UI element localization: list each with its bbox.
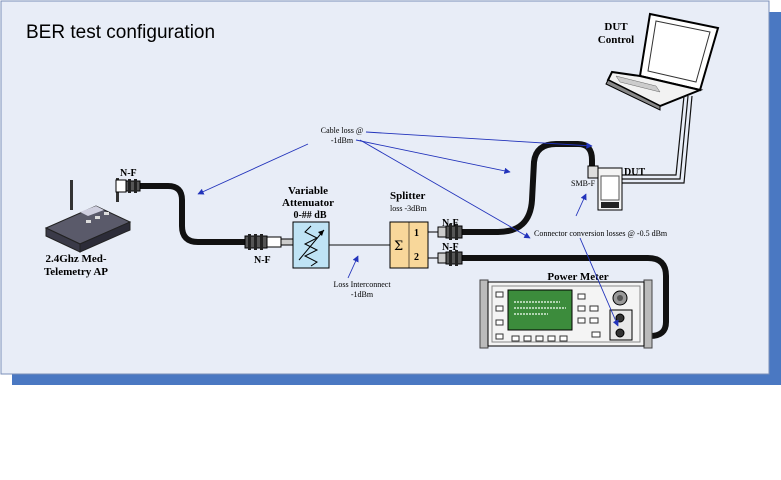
dut-label: DUT: [624, 167, 645, 178]
splitter-loss: loss -3dBm: [390, 204, 427, 213]
ap-label-line2: Telemetry AP: [44, 266, 108, 278]
dut-connector-label: SMB-F: [571, 179, 596, 188]
cable-loss-label-line1: Cable loss @: [321, 126, 363, 135]
connector-loss-label: Connector conversion losses @ -0.5 dBm: [534, 229, 668, 238]
ap-connector: [115, 179, 141, 193]
dut-device-icon: [587, 165, 623, 211]
ap-device-icon: [44, 178, 132, 253]
port1-connector: [437, 224, 463, 240]
interconnect-loss-label-line2: -1dBm: [351, 290, 374, 299]
power-meter-icon: [479, 279, 653, 349]
attenuator-in-connector-label: N-F: [254, 255, 271, 266]
dut-control-label-line1: DUT: [604, 21, 628, 33]
attenuator-title-line2: Attenuator: [282, 197, 334, 209]
cable-splitter-to-power-meter: [462, 255, 669, 339]
splitter-port1-label: 1: [414, 228, 419, 239]
port2-connector: [437, 250, 463, 266]
attenuator-range: 0-## dB: [293, 210, 326, 221]
port2-connector-label: N-F: [442, 242, 459, 253]
interconnect-loss-label-line1: Loss Interconnect: [333, 280, 391, 289]
attenuator-title-line1: Variable: [288, 185, 328, 197]
ap-label-line1: 2.4Ghz Med-: [45, 253, 106, 265]
ap-connector-label: N-F: [120, 168, 137, 179]
cable-ap-to-attenuator: [140, 183, 245, 245]
power-meter-label: Power Meter: [547, 271, 608, 283]
page-title: BER test configuration: [26, 22, 215, 43]
splitter-block: Σ 1 2: [389, 221, 429, 269]
port1-connector-label: N-F: [442, 218, 459, 229]
cable-loss-label-line2: -1dBm: [331, 136, 354, 145]
dut-control-label-line2: Control: [598, 34, 634, 46]
splitter-symbol: Σ: [394, 239, 403, 254]
annotation-arrows: [197, 131, 619, 327]
laptop-icon: [605, 12, 720, 111]
attenuator-in-connector: [244, 234, 294, 250]
splitter-title: Splitter: [390, 190, 426, 202]
attenuator-block: [292, 221, 330, 269]
control-cable: [622, 95, 693, 184]
splitter-port2-label: 2: [414, 252, 419, 263]
